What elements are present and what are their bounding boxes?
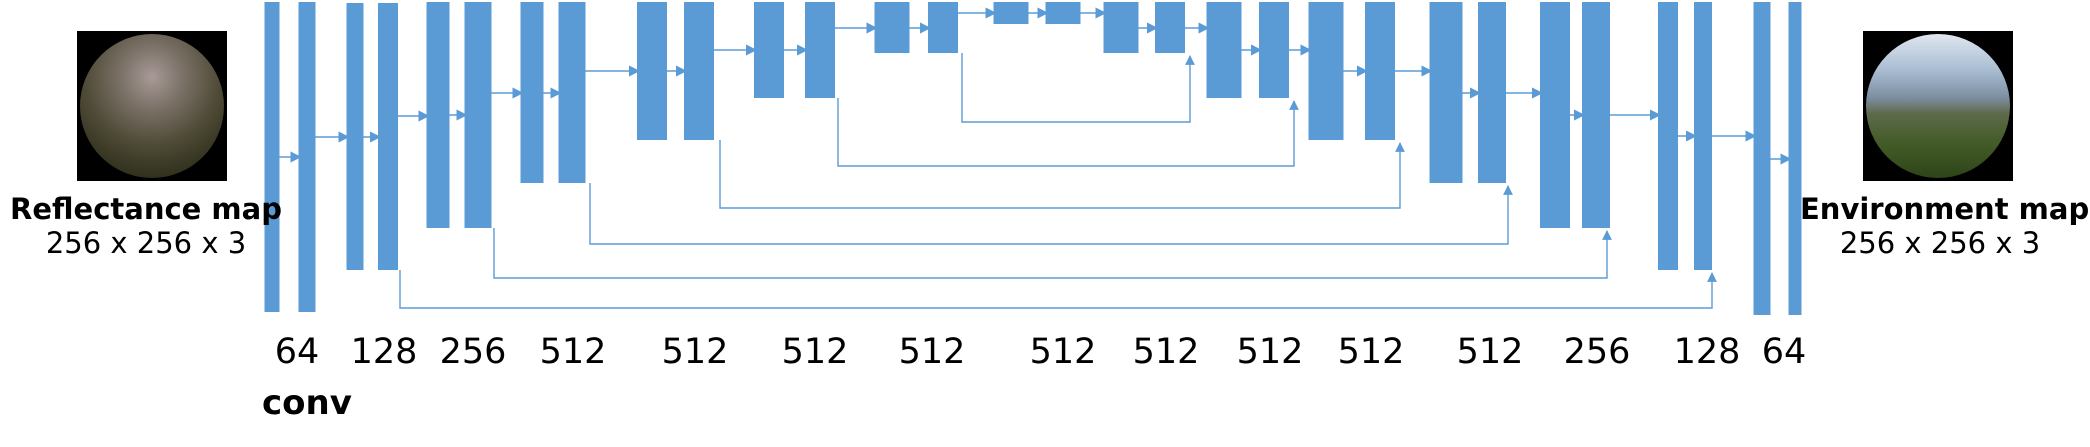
output-caption: Environment map 256 x 256 x 3 [1800, 192, 2090, 260]
conv-label: conv [262, 383, 352, 423]
skip-connection-arrow [719, 140, 1405, 209]
channel-count-label: 128 [1673, 332, 1741, 372]
output-environment-thumbnail [1863, 31, 2013, 181]
conv-block [520, 2, 544, 183]
conv-block [805, 2, 835, 98]
conv-block [1694, 2, 1712, 270]
conv-block [993, 2, 1029, 24]
environment-sphere-image [1866, 34, 2010, 178]
input-caption: Reflectance map 256 x 256 x 3 [8, 192, 284, 260]
input-title: Reflectance map [10, 192, 282, 226]
conv-block [1206, 2, 1242, 98]
channel-count-label: 512 [1236, 332, 1304, 372]
channel-count-label: 256 [439, 332, 507, 372]
conv-block [1788, 2, 1802, 315]
conv-block [1045, 2, 1081, 24]
channel-count-label: 512 [661, 332, 729, 372]
conv-block [1308, 2, 1344, 140]
channel-count-label: 64 [274, 332, 320, 372]
layer-blocks [264, 2, 1802, 315]
output-title: Environment map [1800, 192, 2090, 226]
conv-block [684, 2, 714, 140]
channel-count-label: 512 [1456, 332, 1524, 372]
conv-block [1429, 2, 1463, 183]
channel-count-label: 64 [1761, 332, 1807, 372]
skip-connection-arrow [589, 183, 1513, 245]
channel-count-label: 512 [1132, 332, 1200, 372]
channel-count-label: 512 [898, 332, 966, 372]
skip-connections [399, 53, 1717, 309]
output-dims: 256 x 256 x 3 [1839, 226, 2041, 260]
conv-block [426, 2, 450, 228]
channel-count-label: 512 [1337, 332, 1405, 372]
conv-block [346, 3, 364, 270]
conv-block [1103, 2, 1139, 53]
channel-count-label: 512 [1029, 332, 1097, 372]
conv-block [1753, 2, 1771, 315]
conv-block [464, 2, 492, 228]
skip-connection-arrow [961, 53, 1195, 123]
conv-block [874, 2, 910, 53]
reflectance-sphere-image [80, 34, 224, 178]
skip-connection-arrow [837, 98, 1299, 167]
conv-block [378, 3, 398, 270]
input-reflectance-thumbnail [77, 31, 227, 181]
input-dims: 256 x 256 x 3 [45, 226, 247, 260]
conv-block [1658, 2, 1678, 270]
conv-block [558, 2, 586, 183]
skip-connection-arrow [399, 270, 1717, 309]
conv-block [264, 2, 280, 312]
channel-count-label: 256 [1563, 332, 1631, 372]
channel-count-label: 512 [781, 332, 849, 372]
conv-block [298, 2, 316, 312]
channel-count-label: 128 [350, 332, 418, 372]
channel-count-label: 512 [539, 332, 607, 372]
conv-block [928, 2, 958, 53]
skip-connection-arrow [493, 228, 1612, 279]
forward-arrows [274, 7, 1792, 165]
